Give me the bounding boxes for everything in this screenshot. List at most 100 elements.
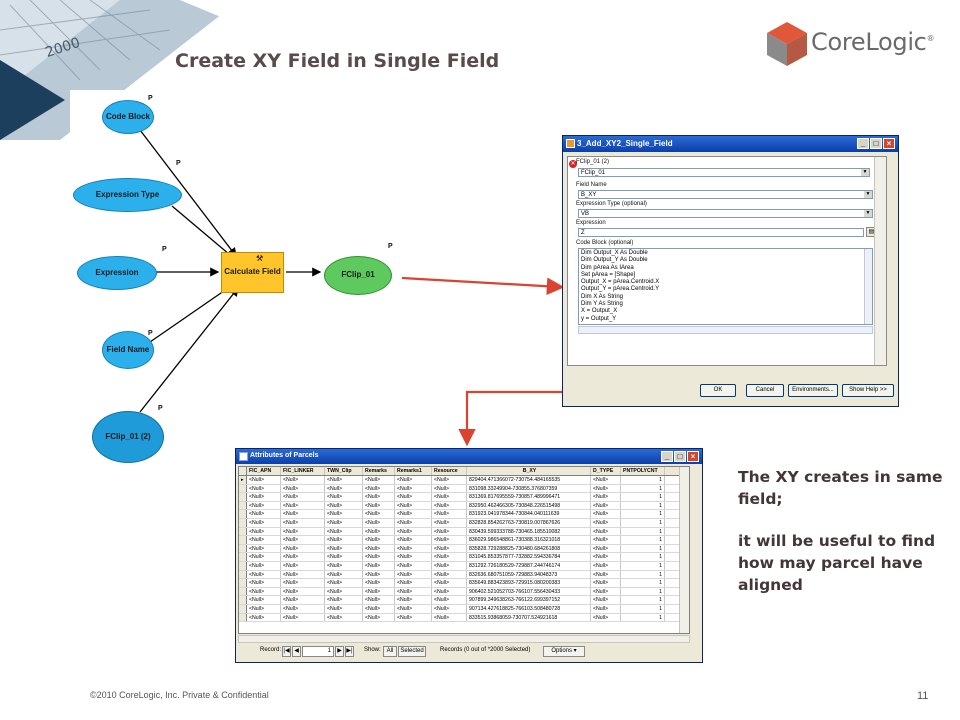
code-vertical-scrollbar[interactable] (864, 249, 872, 324)
table-row[interactable]: <Null><Null><Null><Null><Null><Null>8326… (239, 570, 689, 580)
column-header[interactable]: B_XY (467, 467, 591, 475)
row-selector[interactable] (239, 510, 247, 518)
table-row[interactable]: <Null><Null><Null><Null><Null><Null>8356… (239, 579, 689, 588)
show-selected-button[interactable]: Selected (398, 646, 426, 657)
close-button[interactable]: × (687, 451, 699, 462)
table-cell: <Null> (281, 501, 325, 510)
table-cell-count: 1 (621, 613, 665, 622)
record-number-input[interactable]: 1 (302, 646, 334, 657)
table-cell: <Null> (395, 579, 432, 587)
table-cell: <Null> (247, 579, 281, 587)
table-cell: <Null> (591, 510, 621, 518)
column-header[interactable]: TWN_Clip (325, 467, 363, 475)
first-record-button[interactable]: |◀ (282, 646, 291, 657)
table-row[interactable]: <Null><Null><Null><Null><Null><Null>8310… (239, 553, 689, 562)
expr-type-select[interactable]: VB▼ (578, 209, 873, 218)
row-selector[interactable] (239, 536, 247, 544)
dialog-parameters-panel: ✕ FClip_01 (2) FClip_01▼ ▲ Field Name B_… (567, 156, 887, 366)
minimize-button[interactable]: _ (857, 138, 869, 149)
maximize-button[interactable]: □ (870, 138, 882, 149)
table-cell: <Null> (281, 561, 325, 570)
table-cell-count: 1 (621, 493, 665, 501)
row-selector[interactable] (239, 501, 247, 510)
row-selector[interactable] (239, 544, 247, 553)
table-cell-bxy: 832828.854262763-730819.007867626 (467, 518, 591, 527)
column-header[interactable]: Remarks (363, 467, 395, 475)
field-name-select[interactable]: B_XY▼ (578, 190, 873, 199)
expression-type-node[interactable]: Expression Type (73, 178, 182, 212)
column-header[interactable]: Remarks1 (395, 467, 432, 475)
row-selector[interactable] (239, 604, 247, 613)
maximize-button[interactable]: □ (674, 451, 686, 462)
dialog-scrollbar[interactable] (874, 157, 886, 365)
row-selector[interactable] (239, 561, 247, 570)
table-row[interactable]: <Null><Null><Null><Null><Null><Null>8335… (239, 613, 689, 623)
close-button[interactable]: × (883, 138, 895, 149)
previous-record-button[interactable]: ◀ (292, 646, 301, 657)
table-cell: <Null> (591, 579, 621, 587)
row-selector[interactable] (239, 493, 247, 501)
column-header[interactable]: FIC_APN (247, 467, 281, 475)
dialog-titlebar[interactable]: 3_Add_XY2_Single_Field _ □ × (563, 136, 898, 152)
row-selector[interactable] (239, 579, 247, 587)
next-record-button[interactable]: ▶ (335, 646, 344, 657)
row-selector[interactable] (239, 518, 247, 527)
table-cell: <Null> (281, 553, 325, 561)
grid-vertical-scrollbar[interactable] (679, 467, 689, 633)
minimize-button[interactable]: _ (661, 451, 673, 462)
table-cell-bxy: 831369.817695559-730857.489996471 (467, 493, 591, 501)
table-row[interactable]: <Null><Null><Null><Null><Null><Null>9071… (239, 604, 689, 614)
table-row[interactable]: <Null><Null><Null><Null><Null><Null>8328… (239, 518, 689, 528)
row-selector[interactable] (239, 527, 247, 536)
expression-input[interactable]: Z (578, 228, 864, 237)
ok-button[interactable]: OK (700, 384, 736, 397)
row-selector[interactable] (239, 570, 247, 579)
attribute-grid[interactable]: FIC_APN FIC_LINKER TWN_Clip Remarks Rema… (238, 466, 690, 634)
table-row[interactable]: <Null><Null><Null><Null><Null><Null>8304… (239, 527, 689, 537)
attribute-table-window: Attributes of Parcels _ □ × FIC_APN FIC_… (235, 448, 703, 663)
column-header[interactable]: FIC_LINKER (281, 467, 325, 475)
calculate-field-node[interactable]: Calculate Field (221, 252, 284, 293)
table-row[interactable]: <Null><Null><Null><Null><Null><Null>8360… (239, 536, 689, 545)
table-row[interactable]: <Null><Null><Null><Null><Null><Null>8329… (239, 501, 689, 511)
options-button[interactable]: Options ▾ (543, 646, 585, 657)
fclip-input-node[interactable]: FClip_01 (2) (92, 411, 164, 463)
row-selector[interactable]: ▸ (239, 476, 247, 484)
table-cell: <Null> (395, 527, 432, 536)
table-row[interactable]: <Null><Null><Null><Null><Null><Null>8313… (239, 493, 689, 502)
column-header[interactable]: PNTPOLYCNT (621, 467, 665, 475)
code-block-node[interactable]: Code Block (102, 100, 154, 134)
table-row[interactable]: <Null><Null><Null><Null><Null><Null>9064… (239, 587, 689, 597)
table-row[interactable]: ▸<Null><Null><Null><Null><Null><Null>829… (239, 476, 689, 485)
show-all-button[interactable]: All (383, 646, 397, 657)
show-help-button[interactable]: Show Help >> (842, 384, 894, 397)
table-cell: <Null> (591, 476, 621, 484)
grid-horizontal-scrollbar[interactable] (238, 635, 690, 643)
table-cell: <Null> (591, 553, 621, 561)
table-cell: <Null> (325, 613, 363, 622)
table-row[interactable]: <Null><Null><Null><Null><Null><Null>8358… (239, 544, 689, 554)
row-selector[interactable] (239, 613, 247, 622)
field-name-node[interactable]: Field Name (102, 331, 154, 369)
row-selector-header[interactable] (239, 467, 247, 475)
row-selector[interactable] (239, 484, 247, 493)
fclip-output-node[interactable]: FClip_01 (324, 256, 392, 295)
code-horizontal-scrollbar[interactable] (578, 326, 873, 334)
table-cell: <Null> (432, 501, 467, 510)
code-block-textarea[interactable]: Dim Output_X As Double Dim Output_Y As D… (578, 248, 873, 325)
input-table-select[interactable]: FClip_01▼ (578, 168, 870, 177)
expression-node[interactable]: Expression (77, 256, 157, 290)
environments-button[interactable]: Environments... (788, 384, 838, 397)
table-row[interactable]: <Null><Null><Null><Null><Null><Null>8319… (239, 510, 689, 519)
column-header[interactable]: D_TYPE (591, 467, 621, 475)
row-selector[interactable] (239, 553, 247, 561)
row-selector[interactable] (239, 587, 247, 596)
attribute-table-titlebar[interactable]: Attributes of Parcels _ □ × (236, 449, 702, 464)
table-row[interactable]: <Null><Null><Null><Null><Null><Null>9078… (239, 596, 689, 605)
row-selector[interactable] (239, 596, 247, 604)
table-row[interactable]: <Null><Null><Null><Null><Null><Null>8312… (239, 561, 689, 571)
column-header[interactable]: Resource (432, 467, 467, 475)
last-record-button[interactable]: ▶| (345, 646, 354, 657)
cancel-button[interactable]: Cancel (746, 384, 784, 397)
table-row[interactable]: <Null><Null><Null><Null><Null><Null>8310… (239, 484, 689, 494)
